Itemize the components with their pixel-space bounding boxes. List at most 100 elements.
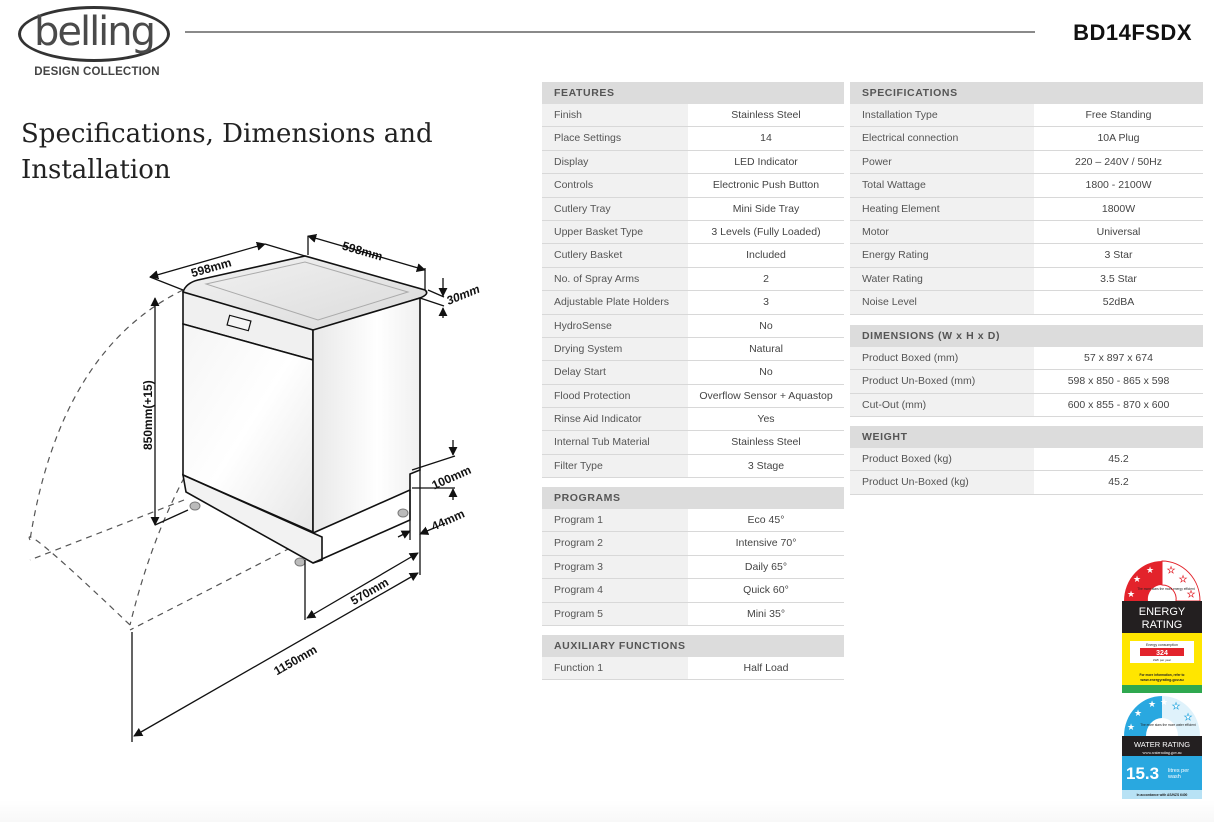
svg-text:WATER RATING: WATER RATING xyxy=(1134,740,1190,749)
row-value: 3.5 Star xyxy=(1034,267,1203,291)
row-value: Universal xyxy=(1034,220,1203,244)
row-key: Electrical connection xyxy=(850,127,1034,150)
row-key: Finish xyxy=(542,104,688,127)
logo-oval xyxy=(18,6,170,62)
row-key: Energy Rating xyxy=(850,244,1034,267)
row-key: Product Un-Boxed (kg) xyxy=(850,471,1034,494)
row-value: Free Standing xyxy=(1034,104,1203,127)
row-value: Included xyxy=(688,244,844,267)
programs-heading: PROGRAMS xyxy=(542,487,844,509)
row-value: 3 Stage xyxy=(688,454,844,478)
row-value: 45.2 xyxy=(1034,471,1203,494)
row-value: Overflow Sensor + Aquastop xyxy=(688,384,844,408)
row-value: Half Load xyxy=(688,657,844,680)
row-key: No. of Spray Arms xyxy=(542,267,688,291)
row-value: 600 x 855 - 870 x 600 xyxy=(1034,393,1203,417)
row-value: 2 xyxy=(688,267,844,291)
row-value: 10A Plug xyxy=(1034,127,1203,150)
svg-text:The more stars the more water: The more stars the more water efficient xyxy=(1140,723,1196,727)
table-row: Product Boxed (mm)57 x 897 x 674 xyxy=(850,347,1203,371)
row-value: Quick 60° xyxy=(688,579,844,602)
dim-depth-label: 598mm xyxy=(341,239,385,264)
row-key: Cutlery Tray xyxy=(542,197,688,220)
row-value: 1800W xyxy=(1034,197,1203,220)
star-icon: ★ xyxy=(1134,709,1142,719)
row-key: Total Wattage xyxy=(850,174,1034,197)
row-key: Controls xyxy=(542,174,688,197)
svg-text:ENERGY: ENERGY xyxy=(1139,606,1186,618)
star-icon: ★ xyxy=(1127,723,1135,733)
page-bottom-fade xyxy=(0,800,1214,822)
row-value: No xyxy=(688,361,844,384)
row-value: 57 x 897 x 674 xyxy=(1034,347,1203,370)
row-key: Motor xyxy=(850,220,1034,244)
row-value: Mini 35° xyxy=(688,602,844,625)
belling-logo: belling DESIGN COLLECTION xyxy=(18,6,172,82)
dim-door-open-label: 1150mm xyxy=(271,642,319,678)
features-heading: FEATURES xyxy=(542,82,844,104)
row-key: Delay Start xyxy=(542,361,688,384)
header-divider xyxy=(185,31,1035,33)
star-outline-icon: ★ xyxy=(1187,590,1195,600)
row-value: 52dBA xyxy=(1034,291,1203,314)
star-outline-icon: ★ xyxy=(1172,702,1180,712)
dimensions-heading: DIMENSIONS (W x H x D) xyxy=(850,325,1203,347)
svg-text:The more stars the more energy: The more stars the more energy efficient xyxy=(1137,587,1194,591)
row-value: Stainless Steel xyxy=(688,431,844,454)
row-value: 3 Star xyxy=(1034,244,1203,267)
row-value: Electronic Push Button xyxy=(688,174,844,197)
row-key: Program 4 xyxy=(542,579,688,602)
row-key: Noise Level xyxy=(850,291,1034,314)
row-value: No xyxy=(688,314,844,337)
star-icon: ★ xyxy=(1127,590,1135,600)
page-title: Specifications, Dimensions and Installat… xyxy=(21,116,461,188)
row-key: Heating Element xyxy=(850,197,1034,220)
row-key: Program 3 xyxy=(542,555,688,579)
star-icon: ★ xyxy=(1133,575,1141,585)
dimension-diagram: 598mm 598mm 30mm 850mm(+15) 100mm 44mm 5… xyxy=(28,233,482,742)
specifications-heading: SPECIFICATIONS xyxy=(850,82,1203,104)
row-value: 598 x 850 - 865 x 598 xyxy=(1034,370,1203,393)
svg-text:wash: wash xyxy=(1167,774,1181,780)
row-value: LED Indicator xyxy=(688,150,844,174)
row-value: Stainless Steel xyxy=(688,104,844,127)
row-value: Intensive 70° xyxy=(688,532,844,555)
table-row: Cut-Out (mm)600 x 855 - 870 x 600 xyxy=(850,393,1203,418)
row-key: Drying System xyxy=(542,337,688,361)
row-key: Power xyxy=(850,150,1034,174)
svg-text:litres per: litres per xyxy=(1168,768,1189,774)
svg-text:15.3: 15.3 xyxy=(1126,764,1159,783)
page-title-line1: Specifications, Dimensions and xyxy=(21,119,433,149)
row-key: Product Un-Boxed (mm) xyxy=(850,370,1034,393)
water-rating-label: ★ ★ ★ ★ ★ ★ The more stars the more wate… xyxy=(1122,694,1202,800)
row-value: Mini Side Tray xyxy=(688,197,844,220)
row-key: Rinse Aid Indicator xyxy=(542,408,688,431)
model-number: BD14FSDX xyxy=(1073,20,1192,45)
row-key: Filter Type xyxy=(542,454,688,478)
row-key: Display xyxy=(542,150,688,174)
